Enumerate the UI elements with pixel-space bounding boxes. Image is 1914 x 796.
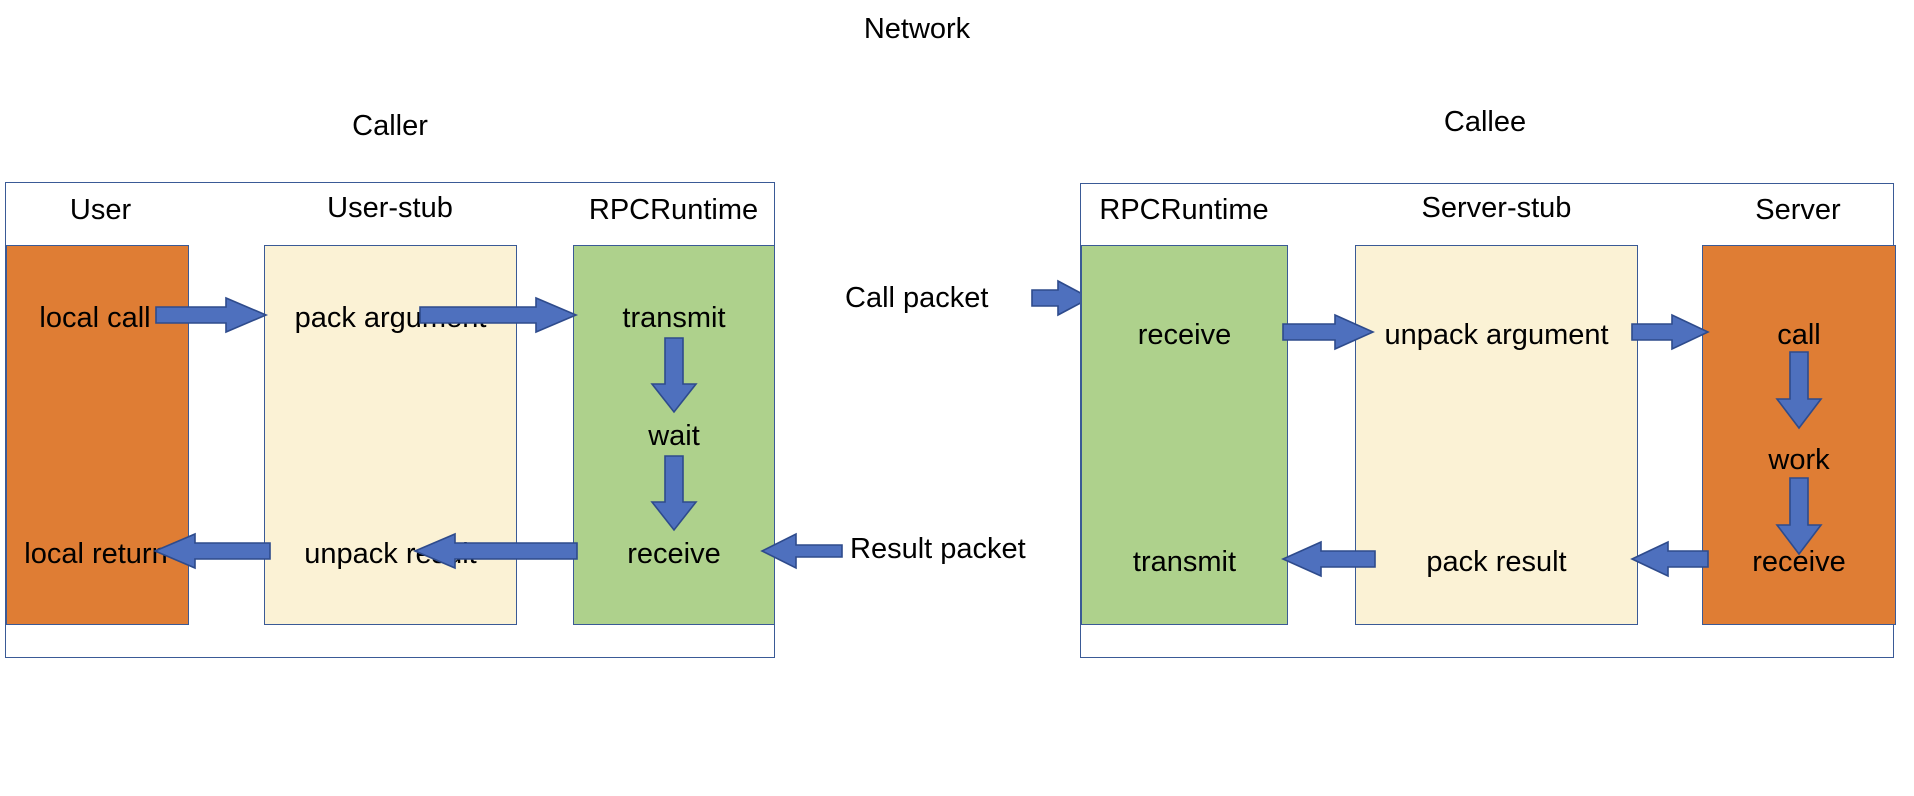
caller-column-header-user-stub: User-stub bbox=[327, 192, 453, 224]
callee-step-work: work bbox=[1768, 444, 1830, 476]
arrow-result-packet bbox=[760, 532, 843, 570]
network-call-packet-label: Call packet bbox=[845, 282, 989, 314]
caller-step-local-return: local return bbox=[24, 538, 168, 570]
arrow-work-to-receive bbox=[1775, 477, 1823, 556]
network-result-packet-label: Result packet bbox=[850, 533, 1026, 565]
arrow-transmit-to-wait bbox=[650, 337, 698, 414]
callee-column-server bbox=[1702, 245, 1896, 625]
caller-step-receive: receive bbox=[627, 538, 721, 570]
callee-step-receive: receive bbox=[1137, 319, 1232, 351]
arrow-server-stub-to-server bbox=[1631, 313, 1710, 351]
arrow-call-to-work bbox=[1775, 351, 1823, 430]
callee-column-rpcruntime bbox=[1081, 245, 1288, 625]
callee-column-header-rpcruntime: RPCRuntime bbox=[1099, 194, 1269, 226]
arrow-server-to-server-stub bbox=[1630, 540, 1709, 578]
arrow-user-to-user-stub bbox=[155, 296, 269, 334]
callee-column-header-server: Server bbox=[1755, 194, 1841, 226]
callee-column-server-stub bbox=[1355, 245, 1638, 625]
caller-step-wait: wait bbox=[648, 420, 700, 452]
arrow-call-packet bbox=[1031, 279, 1092, 317]
callee-title: Callee bbox=[1443, 106, 1527, 138]
callee-step-transmit: transmit bbox=[1132, 546, 1237, 578]
arrow-server-stub-to-rpcruntime bbox=[1281, 540, 1376, 578]
callee-step-unpack-argument: unpack argument bbox=[1384, 319, 1609, 351]
arrow-rpcruntime-to-user-stub bbox=[412, 532, 578, 570]
callee-step-pack-result: pack result bbox=[1426, 546, 1567, 578]
arrow-wait-to-receive bbox=[650, 455, 698, 532]
caller-step-local-call: local call bbox=[39, 302, 151, 334]
caller-title: Caller bbox=[352, 110, 428, 142]
caller-column-rpcruntime bbox=[573, 245, 775, 625]
caller-column-header-rpcruntime: RPCRuntime bbox=[588, 194, 759, 226]
arrow-rpcruntime-to-server-stub bbox=[1282, 313, 1375, 351]
caller-step-transmit: transmit bbox=[622, 302, 726, 334]
callee-column-header-server-stub: Server-stub bbox=[1421, 192, 1572, 224]
diagram-title: Network bbox=[863, 13, 971, 45]
arrow-user-stub-to-rpcruntime bbox=[419, 296, 579, 334]
callee-step-call: call bbox=[1777, 319, 1821, 351]
arrow-user-stub-to-user bbox=[152, 532, 271, 570]
caller-column-header-user: User bbox=[69, 194, 132, 226]
